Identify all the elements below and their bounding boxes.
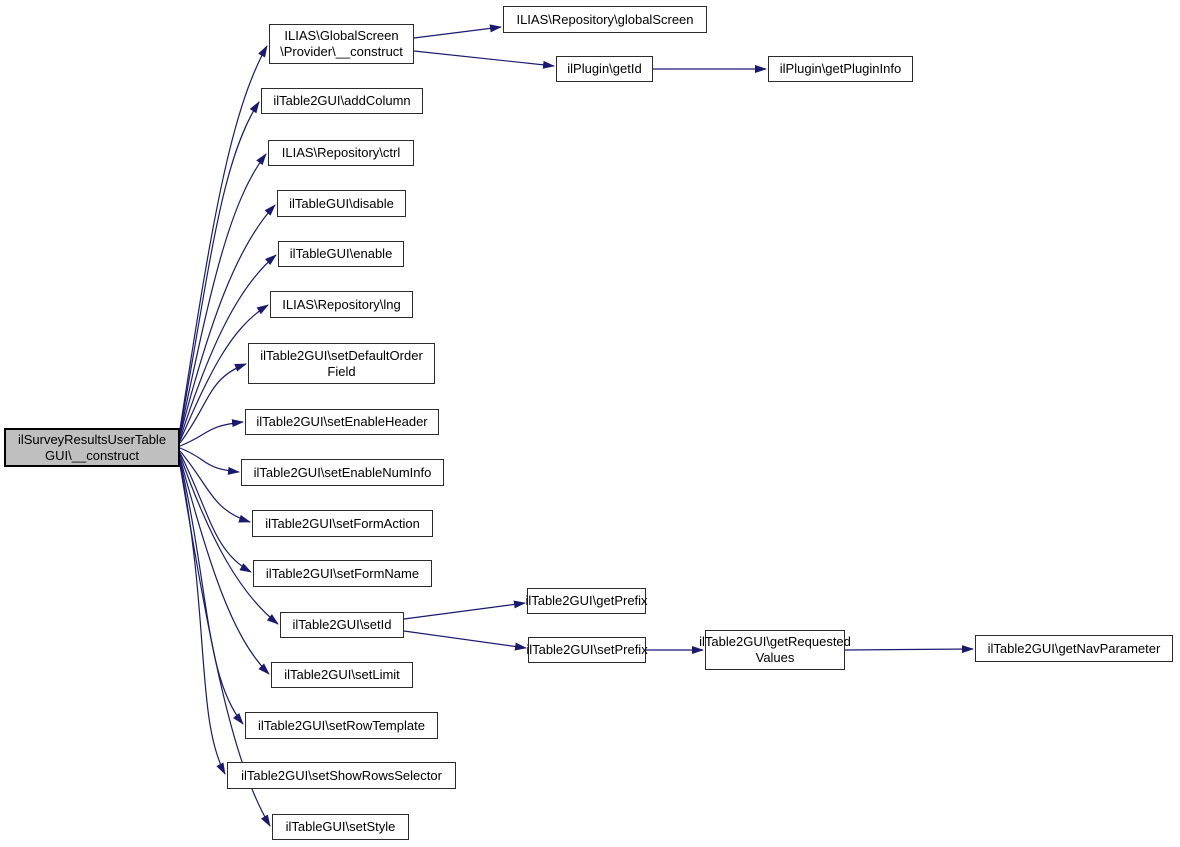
edge-root-disable — [179, 204, 276, 437]
node-iltable2gui-setformaction[interactable]: ilTable2GUI\setFormAction — [252, 510, 433, 537]
node-iltable2gui-getnavparameter[interactable]: ilTable2GUI\getNavParameter — [975, 635, 1173, 662]
edge-getrequestedvalues-getnavparameter — [844, 645, 974, 654]
node-ilplugin-getid[interactable]: ilPlugin\getId — [556, 56, 653, 82]
node-iltable2gui-setid[interactable]: ilTable2GUI\setId — [280, 612, 404, 638]
node-iltablegui-disable[interactable]: ilTableGUI\disable — [277, 190, 406, 217]
edge-setid-getprefix — [403, 600, 526, 620]
edge-root-enable — [179, 254, 277, 440]
node-iltable2gui-getprefix[interactable]: ilTable2GUI\getPrefix — [525, 588, 648, 614]
node-ilias-repository-lng[interactable]: ILIAS\Repository\lng — [270, 291, 413, 318]
node-iltable2gui-getrequestedvalues[interactable]: ilTable2GUI\getRequested Values — [699, 630, 851, 670]
node-ilsurveyresultsusertablegui-construct: ilSurveyResultsUserTable GUI\__construct — [4, 428, 180, 467]
node-ilias-globalscreen-provider-construct[interactable]: ILIAS\GlobalScreen \Provider\__construct — [269, 24, 414, 64]
edge-root-repository-ctrl — [179, 153, 267, 435]
node-iltable2gui-setenableheader[interactable]: ilTable2GUI\setEnableHeader — [245, 409, 439, 435]
edge-root-setdefaultorderfield — [179, 363, 247, 444]
node-ilias-repository-globalscreen[interactable]: ILIAS\Repository\globalScreen — [503, 6, 707, 33]
edge-provider-globalscreen — [413, 24, 502, 39]
node-iltable2gui-addcolumn[interactable]: ilTable2GUI\addColumn — [261, 88, 423, 114]
node-iltablegui-enable[interactable]: ilTableGUI\enable — [278, 241, 404, 267]
edge-setid-setprefix — [403, 630, 527, 651]
node-iltable2gui-setprefix[interactable]: ilTable2GUI\setPrefix — [526, 637, 648, 663]
node-iltable2gui-setenablenuminfo[interactable]: ilTable2GUI\setEnableNumInfo — [241, 459, 444, 486]
node-iltablegui-setstyle[interactable]: ilTableGUI\setStyle — [272, 814, 409, 840]
edge-root-setrowtemplate — [179, 459, 244, 725]
node-ilplugin-getplugininfo[interactable]: ilPlugin\getPluginInfo — [768, 56, 913, 82]
edge-root-setshowrowsselector — [179, 462, 226, 775]
edge-root-setformaction — [179, 450, 251, 523]
edge-root-setformname — [179, 452, 252, 573]
edge-provider-getid — [413, 50, 555, 69]
edge-root-provider-construct — [179, 45, 268, 430]
edge-root-setlimit — [179, 457, 270, 675]
node-iltable2gui-setformname[interactable]: ilTable2GUI\setFormName — [253, 560, 432, 587]
node-iltable2gui-setshowrowsselector[interactable]: ilTable2GUI\setShowRowsSelector — [227, 762, 456, 789]
edge-root-setstyle — [179, 464, 271, 827]
node-iltable2gui-setlimit[interactable]: ilTable2GUI\setLimit — [271, 662, 413, 688]
node-ilias-repository-ctrl[interactable]: ILIAS\Repository\ctrl — [268, 140, 414, 166]
edge-root-setid — [179, 454, 279, 625]
edge-root-setenableheader — [179, 419, 244, 447]
edge-root-setenablenuminfo — [179, 447, 240, 475]
node-iltable2gui-setdefaultorderfield[interactable]: ilTable2GUI\setDefaultOrder Field — [248, 343, 435, 384]
edge-root-repository-lng — [179, 304, 269, 442]
edge-root-addcolumn — [179, 101, 260, 432]
node-iltable2gui-setrowtemplate[interactable]: ilTable2GUI\setRowTemplate — [245, 712, 438, 739]
